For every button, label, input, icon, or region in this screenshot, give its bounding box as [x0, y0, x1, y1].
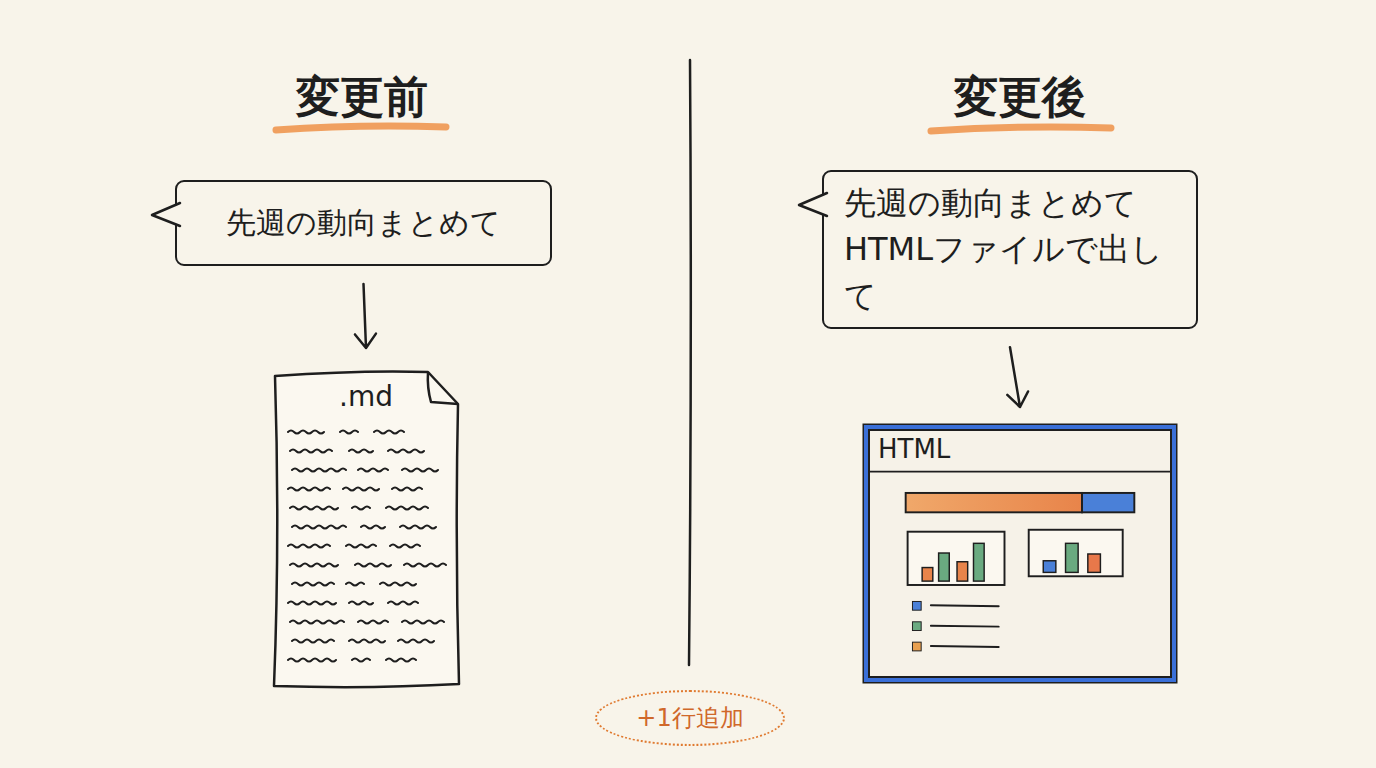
note-ellipse: +1行追加 — [595, 690, 785, 746]
flow-arrow — [1007, 347, 1028, 407]
note-text: +1行追加 — [636, 701, 743, 736]
list-line — [931, 604, 999, 607]
html-window: HTML — [864, 425, 1176, 682]
title-bar-line — [869, 471, 1171, 473]
prompt-text: 先週の動向まとめて — [226, 201, 501, 245]
heading-underline — [276, 126, 446, 130]
speech-bubble: 先週の動向まとめて — [175, 180, 552, 266]
flow-arrow — [355, 284, 376, 348]
heading-underline — [931, 127, 1111, 131]
chart-bar — [939, 553, 950, 581]
section-heading: 変更後 — [954, 68, 1086, 127]
chart-bar — [973, 543, 984, 581]
chart-bar — [957, 562, 968, 581]
list-line — [931, 625, 999, 628]
chart-bar — [1043, 561, 1056, 573]
chart-box — [1029, 530, 1123, 577]
speech-tail — [148, 198, 182, 232]
file-label: .md — [250, 380, 482, 414]
chart-bar — [1066, 543, 1079, 572]
text-scribble — [288, 431, 446, 662]
list-bullet — [912, 642, 921, 651]
chart-box — [908, 532, 1005, 585]
html-page-illustration — [868, 429, 1172, 678]
divider-line — [689, 60, 691, 665]
progress-bar — [906, 493, 1082, 512]
chart-bar — [922, 568, 933, 582]
list-bullet — [912, 622, 921, 631]
progress-bar — [1082, 493, 1134, 512]
file-label: HTML — [878, 433, 950, 467]
list-line — [931, 645, 999, 648]
section-heading: 変更前 — [296, 68, 428, 127]
markdown-file: .md — [250, 366, 482, 692]
list-bullet — [912, 601, 921, 610]
prompt-text: 先週の動向まとめて HTMLファイルで出して — [844, 180, 1176, 319]
speech-bubble: 先週の動向まとめて HTMLファイルで出して — [822, 170, 1198, 329]
speech-tail — [795, 188, 829, 222]
chart-bar — [1088, 554, 1101, 572]
document-page — [250, 366, 482, 692]
